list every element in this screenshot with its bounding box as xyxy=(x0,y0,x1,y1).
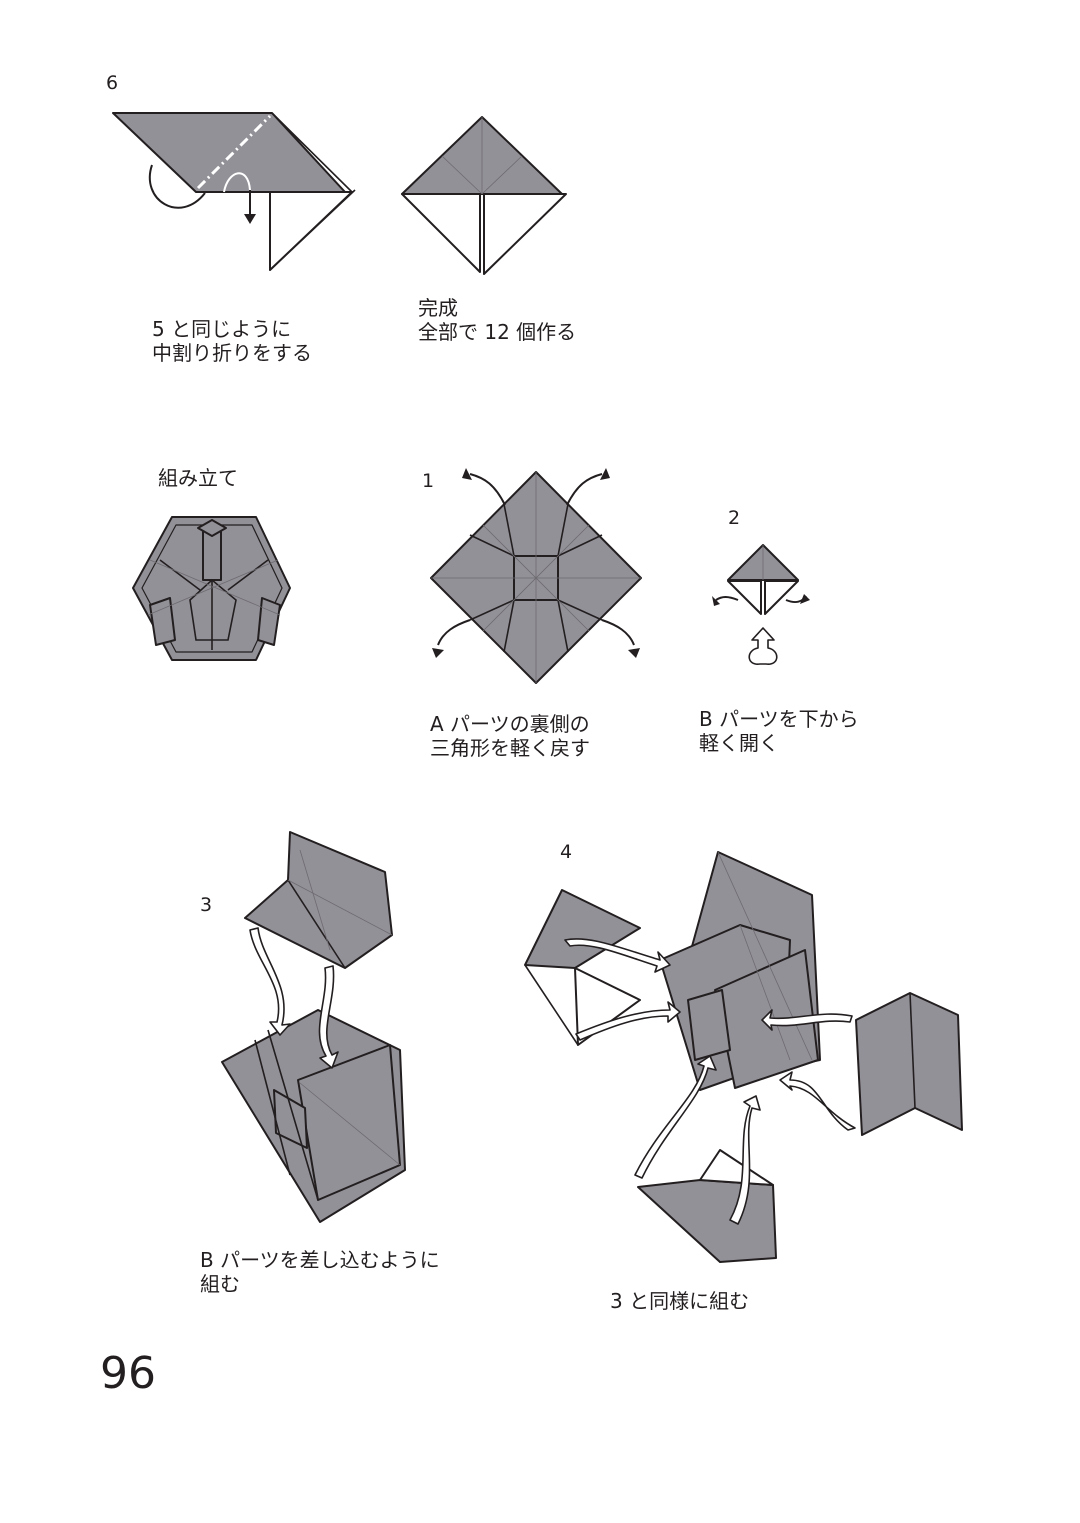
assembled-model-diagram xyxy=(132,516,291,661)
assembly-step4-number: 4 xyxy=(560,841,573,863)
assembly-step4-caption: 3 と同様に組む xyxy=(610,1289,749,1313)
assembly-title: 組み立て xyxy=(158,466,238,490)
step1-diagram xyxy=(430,468,642,684)
step6-caption-line-2: 中割り折りをする xyxy=(152,341,312,365)
step6-caption-line-1: 5 と同じように xyxy=(152,317,292,341)
step6-number: 6 xyxy=(106,72,119,94)
step6-done-caption: 完成 全部で 12 個作る xyxy=(418,296,576,344)
done-line-2: 全部で 12 個作る xyxy=(418,320,577,344)
assembly-step2-number: 2 xyxy=(728,507,741,529)
assembly-step3-number: 3 xyxy=(200,894,213,916)
done-line-1: 完成 xyxy=(418,296,458,320)
step4-caption-line-1: 3 と同様に組む xyxy=(610,1289,750,1313)
page-number: 96 xyxy=(100,1348,156,1399)
step2-caption-line-1: B パーツを下から xyxy=(699,707,859,731)
step3-diagram xyxy=(221,831,406,1223)
step4-diagram xyxy=(524,851,963,1263)
step6-fold-diagram xyxy=(112,112,356,271)
assembly-step2-caption: B パーツを下から 軽く開く xyxy=(699,707,859,755)
assembly-step3-caption: B パーツを差し込むように 組む xyxy=(200,1248,440,1296)
step2-caption-line-2: 軽く開く xyxy=(699,731,779,755)
step2-diagram xyxy=(712,544,810,665)
step1-caption-line-1: A パーツの裏側の xyxy=(430,712,590,736)
assembly-step1-number: 1 xyxy=(422,470,435,492)
finished-unit-diagram xyxy=(401,116,567,275)
step3-caption-line-2: 組む xyxy=(200,1272,240,1296)
step3-caption-line-1: B パーツを差し込むように xyxy=(200,1248,440,1272)
assembly-step1-caption: A パーツの裏側の 三角形を軽く戻す xyxy=(430,712,590,760)
step1-caption-line-2: 三角形を軽く戻す xyxy=(430,736,590,760)
step6-caption: 5 と同じように 中割り折りをする xyxy=(152,317,312,365)
